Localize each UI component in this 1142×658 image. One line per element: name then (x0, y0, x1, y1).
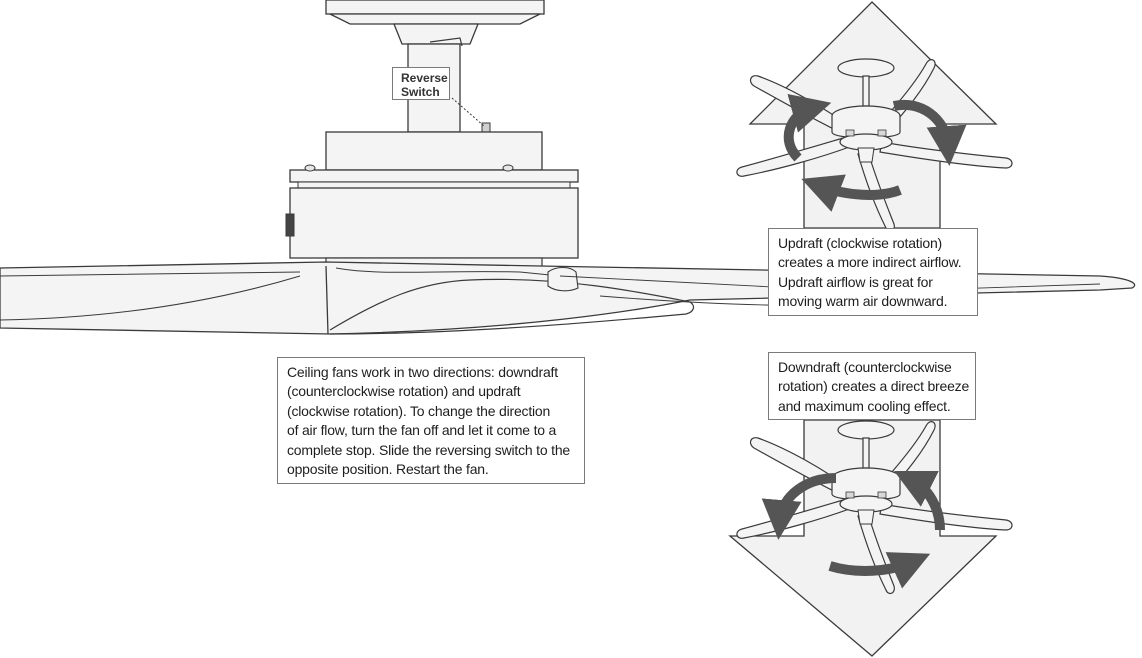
reverse-switch-label: Reverse Switch (392, 67, 450, 100)
updraft-line: Updraft (clockwise rotation) (778, 235, 943, 251)
counterclockwise-arrow-left-icon (761, 473, 837, 540)
instruction-line: Ceiling fans work in two directions: dow… (287, 364, 558, 380)
updraft-illustration (736, 1, 1013, 233)
instruction-line: (clockwise rotation). To change the dire… (287, 402, 551, 419)
downdraft-illustration (728, 419, 1013, 657)
updraft-description: Updraft (clockwise rotation) creates a m… (768, 228, 978, 316)
direction-instructions: Ceiling fans work in two directions: dow… (277, 357, 585, 484)
counterclockwise-arrow-right-icon (894, 471, 945, 531)
updraft-line: Updraft airflow is great for (778, 273, 933, 290)
downdraft-line: rotation) creates a direct breeze (778, 378, 970, 395)
downdraft-line: Downdraft (counterclockwise (778, 359, 952, 375)
instruction-line: of air flow, turn the fan off and let it… (287, 422, 557, 439)
instruction-line: opposite position. Restart the fan. (287, 461, 489, 478)
instruction-line: complete stop. Slide the reversing switc… (287, 441, 570, 458)
updraft-line: creates a more indirect airflow. (778, 254, 962, 271)
switch-label-line-2: Switch (401, 85, 440, 99)
clockwise-arrow-left-icon (783, 93, 832, 162)
downdraft-line: and maximum cooling effect. (778, 397, 951, 414)
clockwise-arrow-right-icon (892, 99, 967, 166)
instruction-line: (counterclockwise rotation) and updraft (287, 383, 521, 400)
clockwise-arrow-bottom-icon (801, 174, 902, 212)
updraft-line: moving warm air downward. (778, 293, 948, 310)
downdraft-description: Downdraft (counterclockwise rotation) cr… (768, 352, 976, 420)
counterclockwise-arrow-bottom-icon (828, 552, 931, 589)
switch-label-line-1: Reverse (401, 71, 448, 85)
